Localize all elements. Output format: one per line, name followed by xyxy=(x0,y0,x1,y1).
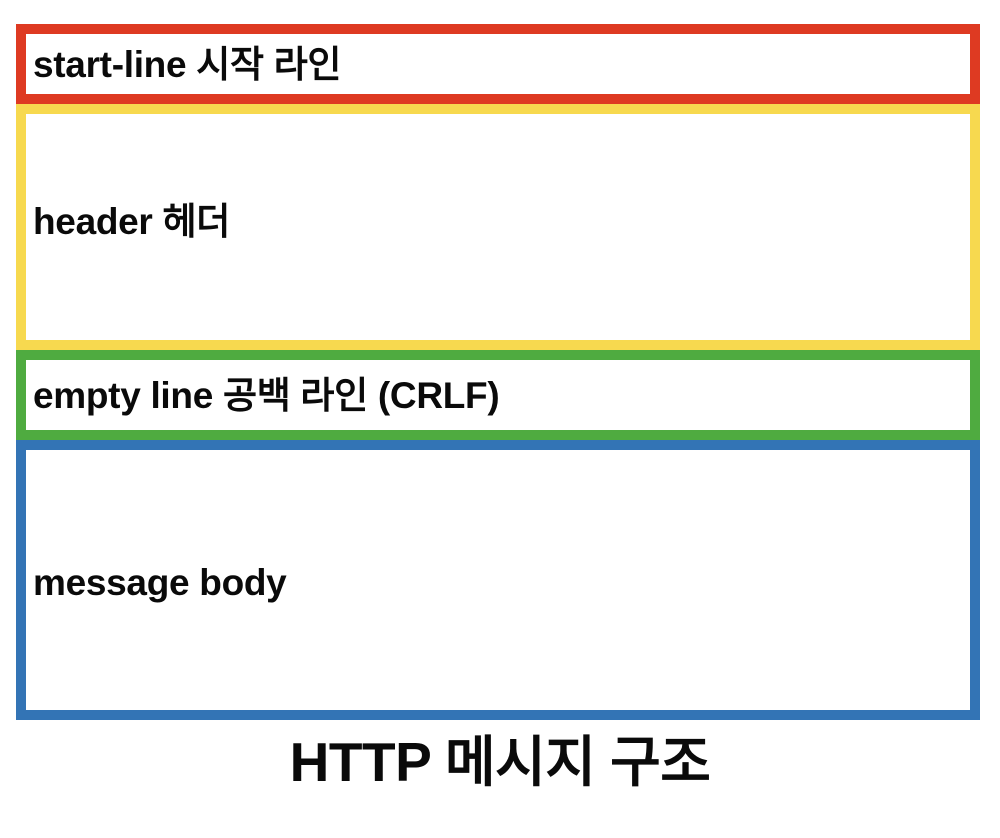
section-empty-line-label: empty line 공백 라인 (CRLF) xyxy=(33,374,500,416)
section-header-label: header 헤더 xyxy=(33,200,230,242)
section-start-line: start-line 시작 라인 xyxy=(16,24,980,104)
section-message-body: message body xyxy=(16,440,980,720)
diagram-caption: HTTP 메시지 구조 xyxy=(289,731,711,793)
section-message-body-label: message body xyxy=(33,561,287,603)
section-empty-line: empty line 공백 라인 (CRLF) xyxy=(16,350,980,440)
section-header: header 헤더 xyxy=(16,104,980,350)
section-start-line-label: start-line 시작 라인 xyxy=(33,43,342,85)
